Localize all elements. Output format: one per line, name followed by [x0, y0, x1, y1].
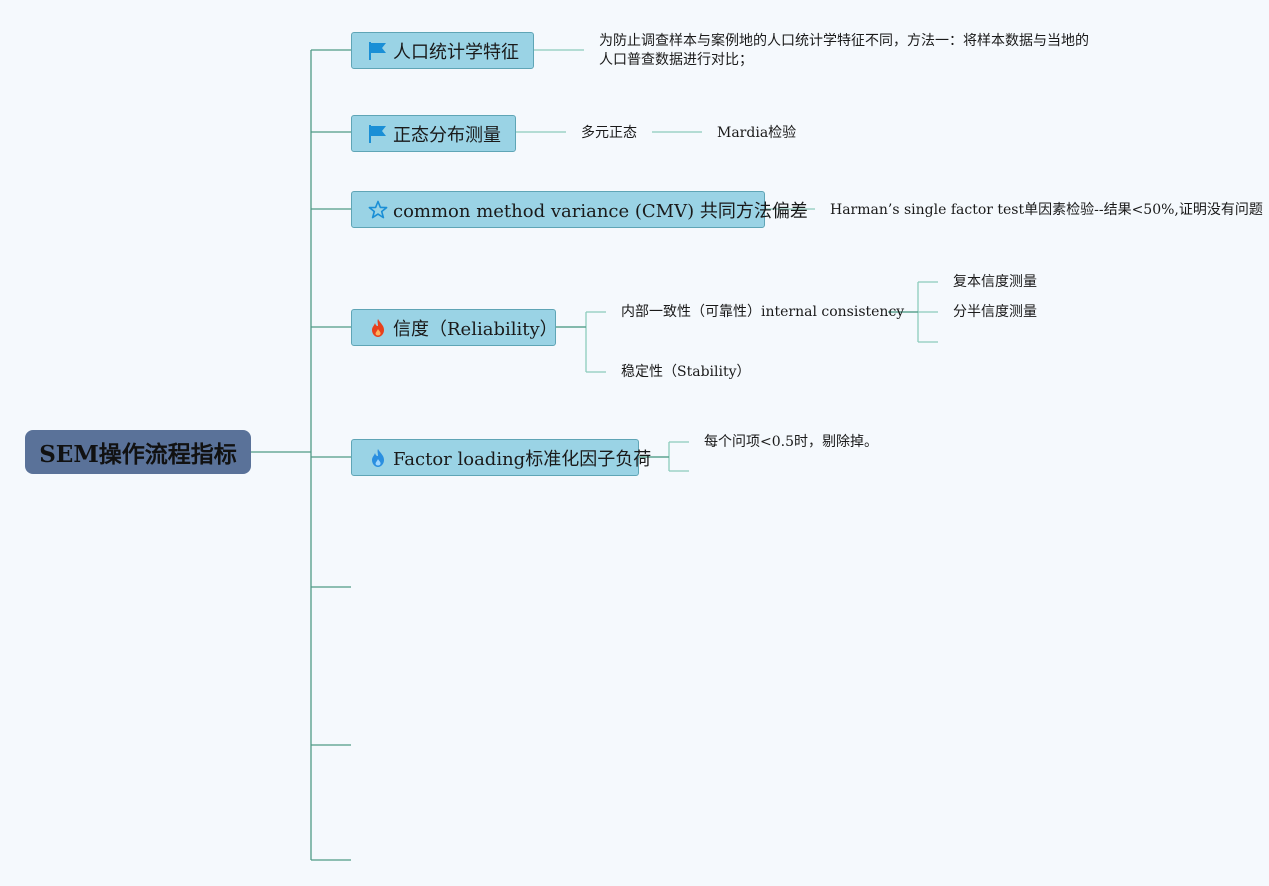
subtopic-loading-rule[interactable]: 每个问项<0.5时，剔除掉。 [704, 433, 878, 452]
subtopic-label: 每个问项<0.5时，剔除掉。 [704, 434, 878, 450]
subtopic-label: 分半信度测量 [953, 304, 1037, 320]
subtopic-label: 内部一致性（可靠性）internal consistency [621, 304, 905, 320]
flag-icon [368, 124, 388, 144]
topic-label: common method variance (CMV) 共同方法偏差 [393, 200, 808, 222]
subtopic-label: 复本信度测量 [953, 274, 1037, 290]
topic-label: 正态分布测量 [393, 124, 501, 146]
fire-blue-icon [368, 448, 388, 468]
topic-cmv[interactable]: common method variance (CMV) 共同方法偏差 [351, 191, 808, 228]
subtopic-split-half[interactable]: 分半信度测量 [953, 303, 1037, 322]
subtopic-label: 为防止调查样本与案例地的人口统计学特征不同，方法一：将样本数据与当地的人口普查数… [599, 33, 1089, 68]
subtopic-label: 稳定性（Stability） [621, 364, 751, 380]
subtopic-label: Harman’s single factor test单因素检验--结果<50%… [830, 202, 1263, 218]
topic-label: 人口统计学特征 [393, 41, 519, 63]
subtopic-mardia-test[interactable]: Mardia检验 [717, 124, 796, 143]
root-node[interactable]: SEM操作流程指标 [25, 430, 251, 474]
star-outline-icon [368, 200, 388, 220]
subtopic-label: Mardia检验 [717, 125, 797, 141]
topic-reliability[interactable]: 信度（Reliability） [351, 309, 558, 346]
flag-icon [368, 41, 388, 61]
root-label: SEM操作流程指标 [39, 441, 237, 468]
subtopic-multivariate-normal[interactable]: 多元正态 [581, 124, 637, 143]
fire-red-icon [368, 318, 388, 338]
topic-factor-loading[interactable]: Factor loading标准化因子负荷 [351, 439, 651, 476]
subtopic-demographics-note[interactable]: 为防止调查样本与案例地的人口统计学特征不同，方法一：将样本数据与当地的人口普查数… [599, 32, 1099, 70]
subtopic-harman-test[interactable]: Harman’s single factor test单因素检验--结果<50%… [830, 201, 1263, 220]
topic-label: 信度（Reliability） [393, 318, 558, 340]
subtopic-stability[interactable]: 稳定性（Stability） [621, 363, 751, 382]
subtopic-internal-consistency[interactable]: 内部一致性（可靠性）internal consistency [621, 303, 904, 322]
topic-demographics[interactable]: 人口统计学特征 [351, 32, 534, 69]
topic-label: Factor loading标准化因子负荷 [393, 448, 652, 470]
subtopic-label: 多元正态 [581, 125, 637, 141]
subtopic-parallel-forms[interactable]: 复本信度测量 [953, 273, 1037, 292]
topic-normality[interactable]: 正态分布测量 [351, 115, 516, 152]
